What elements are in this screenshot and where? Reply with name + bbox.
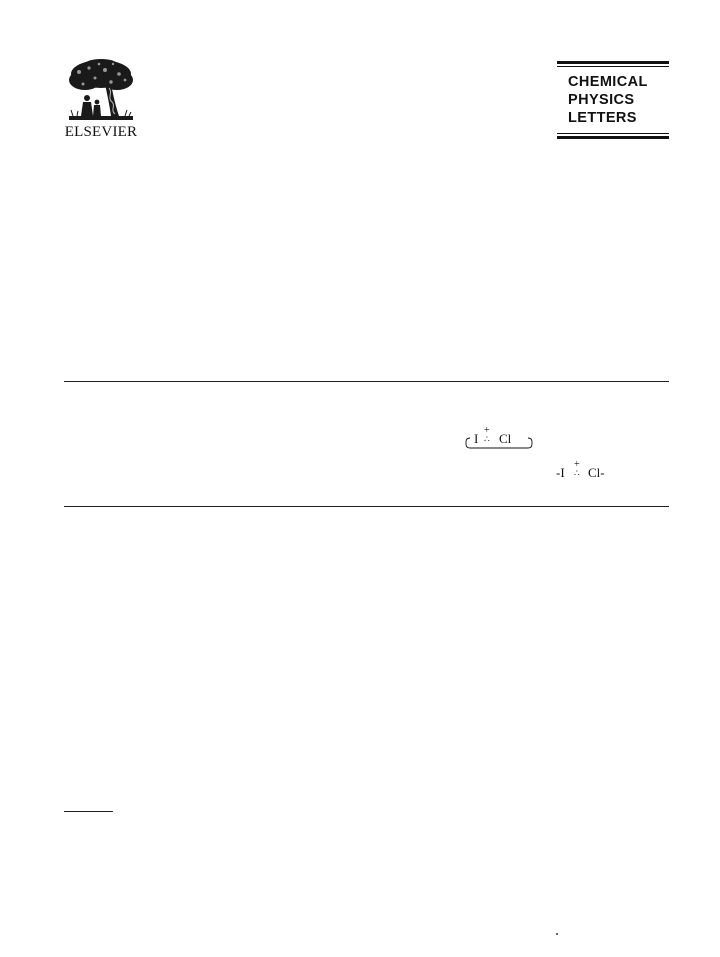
abstract-top-rule: [64, 381, 669, 382]
journal-title: CHEMICAL PHYSICS LETTERS: [568, 74, 648, 126]
masthead-rule: [557, 136, 669, 139]
atom-chlorine: Cl: [499, 431, 512, 446]
publisher-logo: ELSEVIER: [62, 58, 140, 144]
positive-charge: +: [484, 425, 490, 436]
footnote-rule: [64, 811, 113, 812]
tree-emblem-icon: [69, 59, 133, 120]
chain-structure: -I + ∴ Cl-: [556, 460, 616, 484]
journal-masthead: CHEMICAL PHYSICS LETTERS: [557, 61, 669, 141]
ring-bracket: [465, 437, 533, 449]
masthead-rule: [557, 133, 669, 134]
electron-dots: ∴: [574, 468, 580, 478]
masthead-rule: [557, 66, 669, 67]
abstract-bottom-rule: [64, 506, 669, 507]
atom-iodine: -I: [556, 465, 565, 480]
atom-chlorine: Cl-: [588, 465, 605, 480]
atom-iodine: I: [474, 431, 479, 446]
electron-dots: ∴: [484, 434, 490, 444]
publisher-name: ELSEVIER: [64, 124, 138, 140]
page-mark: [556, 933, 558, 935]
masthead-rule: [557, 61, 669, 64]
positive-charge: +: [574, 459, 580, 470]
cyclic-structure: I + ∴ Cl: [464, 426, 534, 452]
